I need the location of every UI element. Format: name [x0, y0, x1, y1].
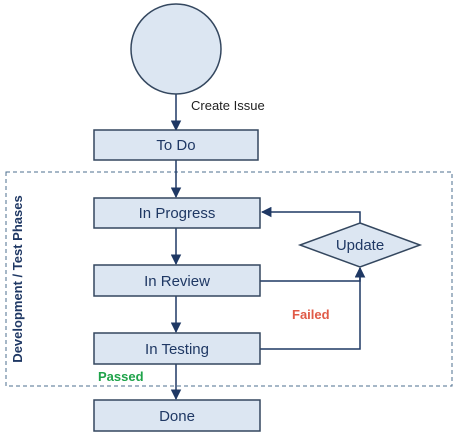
edge-label-create-issue: Create Issue [191, 98, 265, 113]
start-node [130, 3, 222, 95]
node-todo: To Do [93, 129, 259, 161]
node-update: Update [297, 222, 423, 268]
node-update-label: Update [336, 237, 384, 254]
node-in-progress-label: In Progress [139, 205, 216, 222]
node-in-testing: In Testing [93, 332, 261, 365]
edge-label-failed: Failed [292, 307, 330, 322]
edge-in-review-to-update [260, 266, 366, 282]
edge-in-testing-to-update [260, 266, 366, 350]
dev-test-phases-label: Development / Test Phases [10, 195, 25, 362]
edge-update-to-in-progress [260, 206, 361, 223]
dev-test-phases-group [5, 171, 453, 387]
node-done-label: Done [159, 408, 195, 425]
node-todo-label: To Do [156, 137, 195, 154]
node-in-testing-label: In Testing [145, 341, 209, 358]
node-done: Done [93, 399, 261, 432]
node-in-review-label: In Review [144, 273, 210, 290]
node-in-review: In Review [93, 264, 261, 297]
edge-label-passed: Passed [98, 369, 144, 384]
node-in-progress: In Progress [93, 197, 261, 229]
